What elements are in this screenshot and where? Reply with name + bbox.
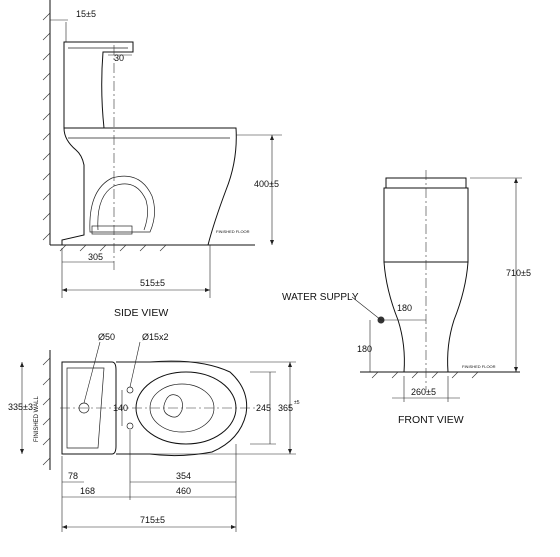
side-wall-hatch: [42, 12, 51, 241]
dim-bowl-length: 354: [176, 471, 191, 481]
dim-rough-in-top: 168: [80, 486, 95, 496]
side-view-caption: SIDE VIEW: [114, 307, 168, 319]
dimension-arrowheads: [20, 135, 518, 529]
top-bowl-outline: [116, 360, 248, 457]
top-bolt-hole-1: [126, 386, 134, 394]
water-supply-leader: [351, 296, 382, 321]
leader-hole: [83, 341, 101, 404]
dim-seat-height: 400±5: [254, 179, 279, 189]
side-floor-hatch: [59, 244, 167, 252]
dim-base-length: 460: [176, 486, 191, 496]
side-bowl-front: [61, 127, 85, 245]
front-floor-hatch: [371, 371, 479, 379]
top-finished-wall: FINISHED WALL: [34, 396, 40, 442]
side-finished-floor: FINISHED FLOOR: [216, 229, 250, 234]
dim-bolt-spacing: 140: [113, 403, 128, 413]
dim-hole-dia: Ø50: [98, 332, 115, 342]
dim-tank-width: 335±3: [8, 402, 33, 412]
side-outlet-flange: [91, 225, 133, 235]
dim-overall-length: 715±5: [140, 515, 165, 525]
side-trapway: [89, 175, 155, 233]
front-view-caption: FRONT VIEW: [398, 414, 464, 426]
top-bolt-hole-2: [126, 422, 134, 430]
dim-supply-height: 180: [357, 344, 372, 354]
water-supply-label: WATER SUPPLY: [282, 292, 359, 303]
dim-lid-step: 30: [114, 53, 124, 63]
leader-bolt: [129, 341, 141, 388]
front-finished-floor: FINISHED FLOOR: [462, 364, 496, 369]
dim-bowl-depth: 515±5: [140, 278, 165, 288]
dim-bolt-dia: Ø15x2: [142, 332, 169, 342]
dim-rough-in: 305: [88, 252, 103, 262]
dim-overall-width-tol: ±5: [294, 400, 300, 406]
dim-supply-offset: 180: [397, 303, 412, 313]
side-view: 15±5 30 400±5 FINISHED FLOOR 305 515±5 S…: [42, 0, 282, 319]
dim-seat-width: 245: [256, 403, 271, 413]
top-tank-lid: [66, 367, 105, 449]
side-trapway-inner: [97, 183, 148, 231]
dim-tank-depth: 78: [68, 471, 78, 481]
top-view: FINISHED WALL Ø50 Ø15x2 335±3 140 245 36…: [8, 332, 300, 532]
top-trap-outlet: [163, 394, 183, 418]
dim-wall-gap: 15±5: [76, 9, 96, 19]
top-wall-hatch: [42, 357, 51, 466]
dim-base-width: 260±5: [411, 387, 436, 397]
dim-front-height: 710±5: [506, 268, 531, 278]
top-tank: [61, 361, 117, 455]
dim-overall-width: 365: [278, 403, 293, 413]
front-view: FINISHED FLOOR WATER SUPPLY 180 180 710±…: [282, 170, 531, 426]
side-bowl-outline: [64, 127, 237, 246]
